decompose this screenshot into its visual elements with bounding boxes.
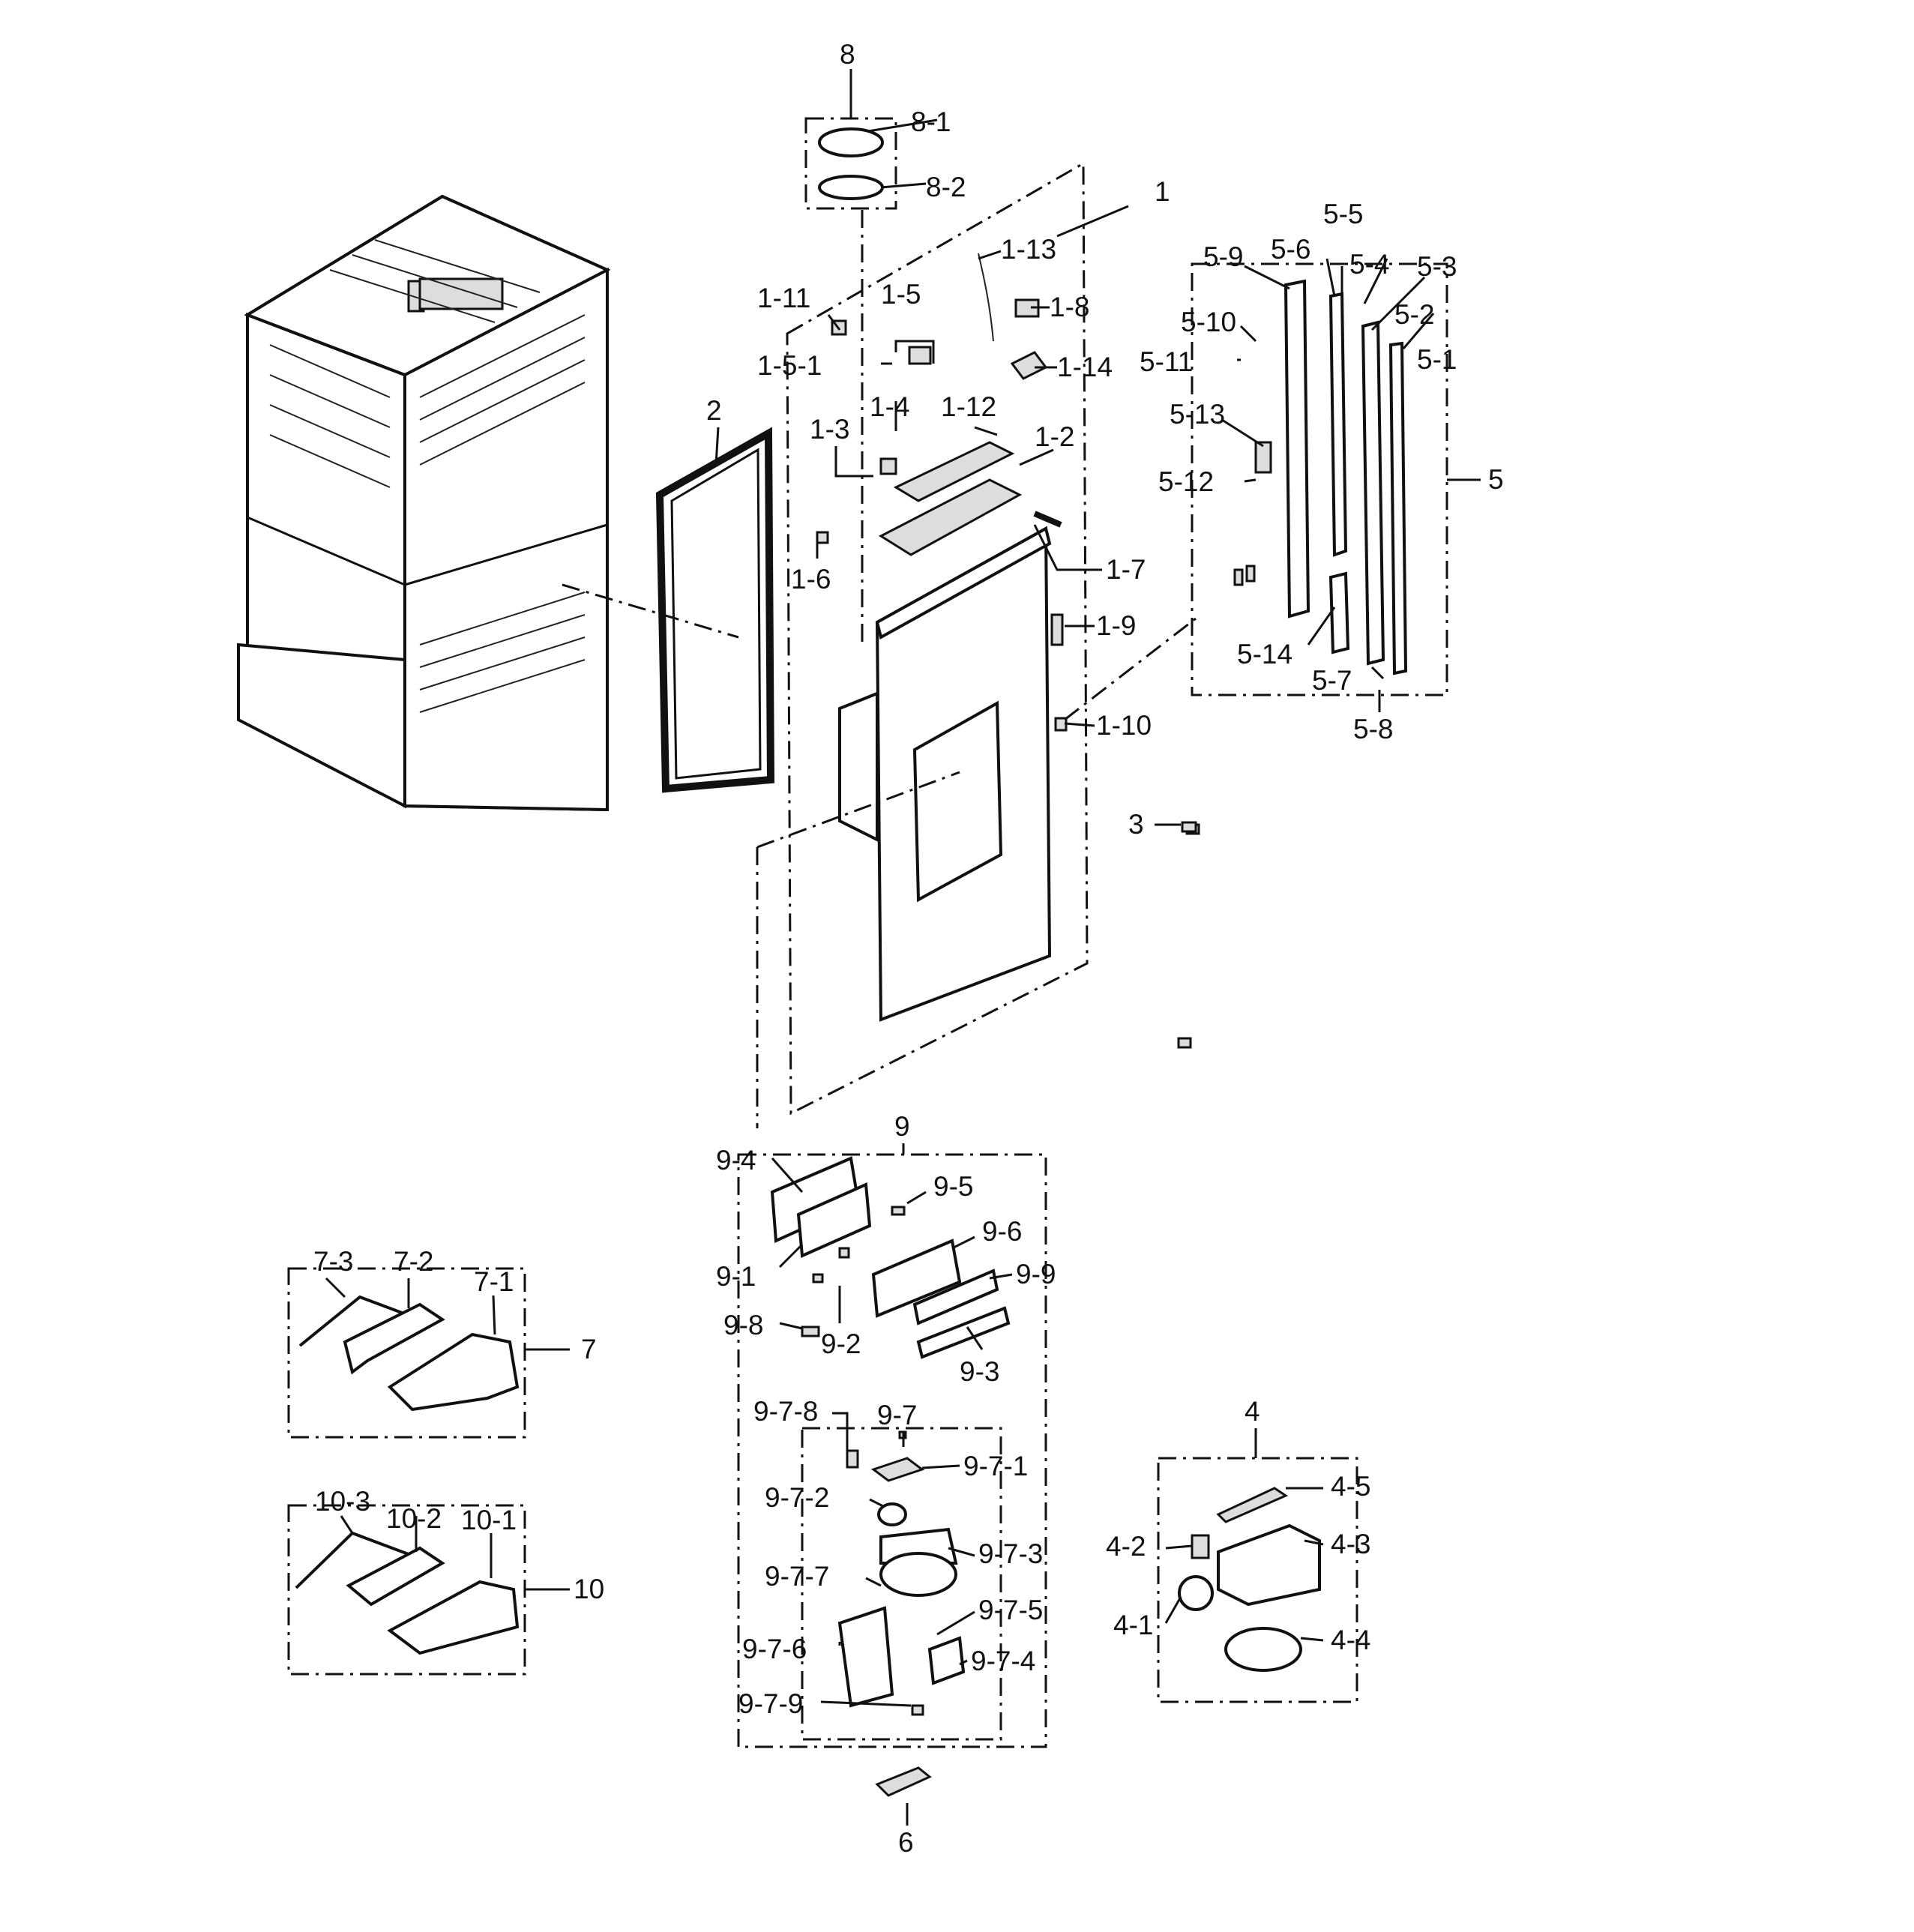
group-4-boundary (1157, 1457, 1358, 1703)
label-1-9: 1-9 (1096, 610, 1136, 641)
label-5-14: 5-14 (1237, 639, 1292, 669)
label-9-4: 9-4 (716, 1145, 756, 1176)
group-9-7-boundary (801, 1427, 1002, 1741)
label-4-1: 4-1 (1113, 1610, 1153, 1640)
door-small-parts (816, 253, 1200, 1049)
label-10-2: 10-2 (386, 1503, 442, 1534)
label-5-7: 5-7 (1312, 665, 1352, 696)
label-1: 1 (1155, 176, 1170, 207)
label-8-1: 8-1 (911, 106, 951, 137)
group-4-parts (1178, 1487, 1321, 1672)
label-3: 3 (1128, 809, 1144, 840)
label-1-11: 1-11 (757, 283, 810, 313)
label-9-7-1: 9-7-1 (963, 1451, 1028, 1481)
label-5-2: 5-2 (1394, 299, 1434, 330)
label-7-1: 7-1 (474, 1266, 514, 1297)
label-5-3: 5-3 (1417, 251, 1457, 282)
label-9-7: 9-7 (877, 1400, 917, 1430)
label-5-5: 5-5 (1323, 199, 1363, 229)
group-8-parts (818, 127, 884, 200)
label-4-2: 4-2 (1106, 1531, 1146, 1562)
screw-part (1181, 821, 1197, 833)
group-10-parts (295, 1531, 520, 1655)
refrigerator-door (838, 526, 1052, 1022)
label-8-2: 8-2 (926, 172, 966, 202)
cover-part (875, 1766, 932, 1797)
group-7-parts (298, 1295, 520, 1412)
label-9-7-8: 9-7-8 (753, 1396, 818, 1427)
label-1-5: 1-5 (881, 279, 921, 310)
label-5-9: 5-9 (1203, 241, 1243, 272)
group-9-parts (770, 1156, 1011, 1359)
label-9-7-2: 9-7-2 (765, 1482, 829, 1513)
label-1-12: 1-12 (941, 391, 996, 422)
refrigerator-cabinet (237, 194, 611, 812)
label-9-2: 9-2 (821, 1328, 861, 1359)
label-10-3: 10-3 (315, 1486, 370, 1517)
label-5-6: 5-6 (1271, 234, 1310, 265)
label-1-13: 1-13 (1001, 234, 1056, 265)
label-9-7-3: 9-7-3 (978, 1538, 1043, 1569)
label-4: 4 (1245, 1396, 1260, 1427)
label-10-1: 10-1 (461, 1505, 517, 1535)
door-assembly-boundary (786, 161, 1089, 1116)
label-9-3: 9-3 (960, 1356, 999, 1387)
label-7-2: 7-2 (394, 1246, 433, 1277)
label-5-13: 5-13 (1170, 399, 1225, 430)
label-5-12: 5-12 (1158, 466, 1214, 497)
label-9-7-4: 9-7-4 (971, 1646, 1035, 1676)
label-2: 2 (706, 395, 722, 426)
label-4-4: 4-4 (1331, 1625, 1370, 1655)
label-5-1: 5-1 (1417, 344, 1457, 375)
label-4-5: 4-5 (1331, 1471, 1370, 1502)
label-1-6: 1-6 (791, 564, 831, 595)
label-5-10: 5-10 (1181, 307, 1236, 337)
label-9-6: 9-6 (982, 1216, 1022, 1247)
label-6: 6 (898, 1827, 914, 1858)
label-5: 5 (1488, 464, 1504, 495)
label-1-10: 1-10 (1096, 710, 1152, 741)
label-10: 10 (574, 1574, 604, 1604)
label-9-7-7: 9-7-7 (765, 1561, 829, 1592)
group-5-parts (1233, 279, 1408, 675)
label-9-7-9: 9-7-9 (738, 1688, 803, 1719)
label-1-2: 1-2 (1035, 421, 1074, 452)
label-1-14: 1-14 (1057, 352, 1113, 382)
label-9-1: 9-1 (716, 1261, 756, 1292)
callout-labels: 8 8-1 8-2 1 1-13 1-11 1-5 1-8 1-5-1 1-14… (313, 39, 1504, 1858)
label-1-8: 1-8 (1050, 292, 1089, 322)
leader-lines (325, 69, 1481, 1826)
label-5-8: 5-8 (1353, 714, 1393, 744)
label-9-9: 9-9 (1016, 1259, 1056, 1289)
label-7-3: 7-3 (313, 1246, 353, 1277)
label-4-3: 4-3 (1331, 1529, 1370, 1559)
door-gasket (655, 427, 775, 793)
label-7: 7 (581, 1334, 597, 1364)
label-9-7-6: 9-7-6 (742, 1634, 807, 1664)
label-9: 9 (894, 1111, 910, 1142)
label-1-4: 1-4 (870, 391, 909, 422)
label-9-8: 9-8 (723, 1310, 763, 1340)
label-1-3: 1-3 (810, 414, 849, 445)
label-5-4: 5-4 (1349, 249, 1389, 280)
label-5-11: 5-11 (1140, 346, 1193, 377)
label-1-7: 1-7 (1106, 554, 1146, 585)
label-1-5-1: 1-5-1 (757, 350, 822, 381)
label-9-5: 9-5 (933, 1171, 973, 1202)
group-9-7-parts (837, 1430, 966, 1716)
group-9-boundary (737, 1153, 1047, 1748)
group-7-boundary (287, 1267, 526, 1439)
label-8: 8 (840, 39, 855, 70)
label-9-7-5: 9-7-5 (978, 1595, 1043, 1625)
